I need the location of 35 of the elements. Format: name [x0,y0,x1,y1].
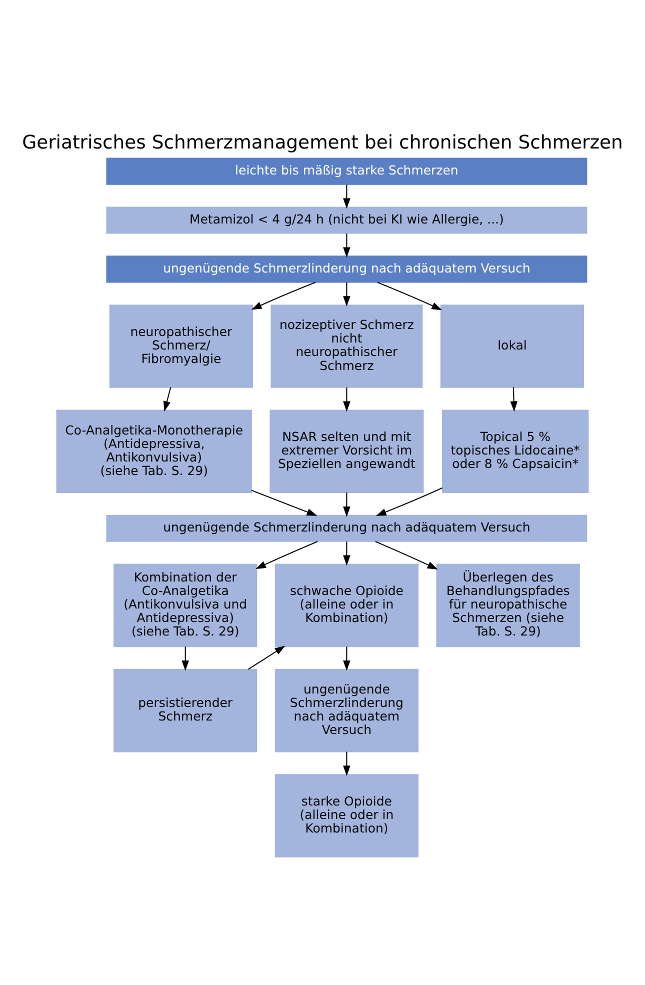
node-box: NSAR selten und mit extremer Vorsicht im Speziellen angewandt [270,409,424,492]
node-box: ungenügende Schmerzlinderung nach adäquatem Versuch [106,514,588,542]
node-box: leichte bis mäßig starke Schmerzen [106,157,588,184]
node-box: Überlegen des Behandlungspfades für neuropathische Schmerzen (siehe Tab. S. 29) [436,563,580,647]
node-box: Co-Analgetika-Monotherapie (Antidepressiva, Antikonvulsiva) (siehe Tab. S. 29) [56,409,252,492]
arrow [163,386,172,412]
node-box: Topical 5 % topisches Lidocaine* oder 8 % Capsaicin* [442,409,589,492]
node-box: Metamizol < 4 g/24 h (nicht bei KI wie Allergie, ...) [106,206,588,234]
arrow [343,282,350,306]
arrow [343,492,350,516]
node-box: schwache Opioide (alleine oder in Kombination) [274,563,419,647]
arrow [343,540,350,566]
node-box: ungenügende Schmerzlinderung nach adäquatem Versuch [274,668,419,752]
node-box: starke Opioide (alleine oder in Kombination) [274,774,419,857]
arrow [510,386,518,412]
arrow [343,233,350,258]
arrow [248,645,286,670]
node-box: neuropathischer Schmerz/ Fibromyalgie [109,304,254,388]
arrow [375,540,438,569]
node-box: nozizeptiver Schmerz nicht neuropathischer Schmerz [270,304,423,388]
arrow [343,184,350,208]
node-box: Kombination der Co-Analgetika (Antikonvulsiva und Antidepressiva) (siehe Tab. S. 29) [114,563,258,647]
arrow [251,281,316,310]
arrow [377,281,442,310]
arrow [343,751,350,776]
node-box: ungenügende Schmerzlinderung nach adäquatem Versuch [106,255,588,282]
diagram-title: Geriatrisches Schmerzmanagement bei chronischen Schmerzen [22,132,623,153]
arrow [376,486,443,516]
node-box: persistierender Schmerz [114,668,258,752]
arrow [343,386,350,412]
arrow [343,646,350,670]
arrow [182,646,189,670]
node-box: lokal [440,304,584,388]
arrow [251,489,318,516]
arrow [255,540,318,569]
